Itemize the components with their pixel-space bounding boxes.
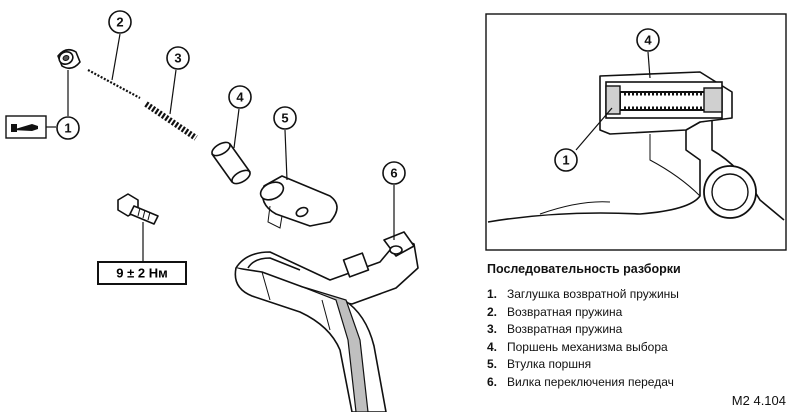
- legend-item: 1.Заглушка возвратной пружины: [487, 287, 679, 301]
- svg-text:9 ± 2 Нм: 9 ± 2 Нм: [116, 266, 167, 281]
- inset-callout-4: 4: [636, 28, 660, 52]
- svg-text:6: 6: [390, 166, 397, 181]
- bolt-part: [117, 193, 159, 225]
- inset-detail-panel: [485, 13, 787, 251]
- callout-3: 3: [166, 46, 190, 70]
- legend-item: 6.Вилка переключения передач: [487, 374, 674, 389]
- piston-bushing-part: [259, 175, 338, 229]
- legend-item: 5.Втулка поршня: [487, 357, 592, 372]
- callout-5: 5: [273, 106, 297, 130]
- inset-callout-1: 1: [554, 148, 578, 172]
- leader-line: [575, 107, 613, 151]
- svg-text:4: 4: [236, 90, 244, 105]
- spring-plug-part: [57, 48, 81, 70]
- sealant-icon: [5, 115, 47, 139]
- figure-code: M2 4.104: [731, 393, 786, 408]
- torque-spec-box: 9 ± 2 Нм: [97, 261, 187, 285]
- svg-text:2: 2: [116, 15, 123, 30]
- selector-piston-part: [211, 141, 251, 185]
- return-spring-small-part: [87, 69, 141, 99]
- callout-2: 2: [108, 10, 132, 34]
- leader-line: [111, 33, 121, 81]
- legend-item: 3.Возвратная пружина: [487, 322, 623, 337]
- svg-text:1: 1: [64, 121, 71, 136]
- svg-text:5: 5: [281, 111, 288, 126]
- leader-line: [169, 69, 177, 115]
- legend-title: Последовательность разборки: [487, 262, 681, 276]
- shift-fork-part: [234, 231, 419, 412]
- leader-line: [233, 108, 240, 149]
- legend-item: 2.Возвратная пружина: [487, 304, 623, 319]
- return-spring-large-part: [144, 101, 198, 141]
- leader-line: [284, 129, 288, 181]
- svg-text:1: 1: [562, 153, 569, 168]
- svg-text:3: 3: [174, 51, 181, 66]
- disassembly-legend: Последовательность разборки 1.Заглушка в…: [487, 262, 787, 392]
- callout-6: 6: [382, 161, 406, 185]
- leader-line: [647, 51, 651, 79]
- legend-list: 1.Заглушка возвратной пружины 2.Возвратн…: [487, 286, 787, 392]
- legend-item: 4.Поршень механизма выбора: [487, 339, 668, 354]
- callout-4: 4: [228, 85, 252, 109]
- callout-1: 1: [56, 116, 80, 140]
- svg-text:4: 4: [644, 33, 652, 48]
